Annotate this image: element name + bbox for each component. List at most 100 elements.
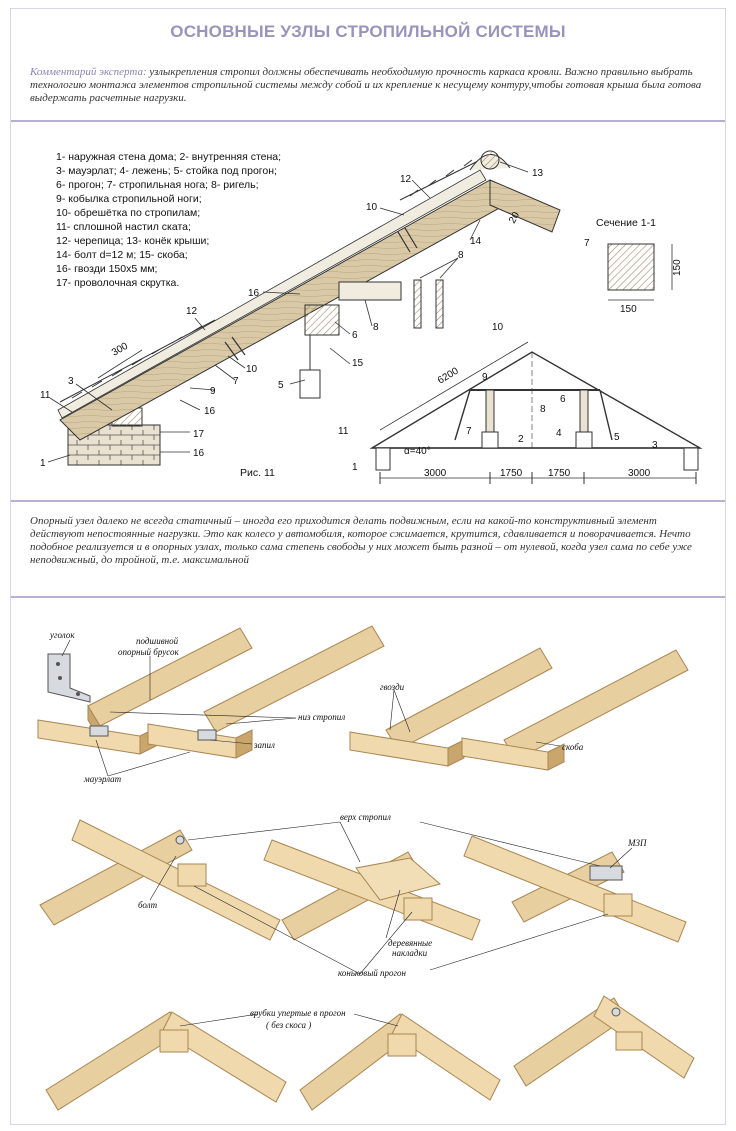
label-niz-stropil: низ стропил xyxy=(298,712,345,722)
callout: 10 xyxy=(492,322,504,333)
callout: 2 xyxy=(518,434,524,445)
section-width: 150 xyxy=(620,304,637,315)
legend-line: 12- черепица; 13- конёк крыши; xyxy=(56,235,209,247)
truss-diagram: 3000 1750 1750 3000 6200 α=40° 1 11 7 2 … xyxy=(338,322,703,484)
callout: 9 xyxy=(482,372,488,383)
break-mark xyxy=(224,336,246,361)
label-konkovyi-progon: коньковый прогон xyxy=(338,968,407,978)
callout: 13 xyxy=(532,168,544,179)
label-bolt: болт xyxy=(138,900,158,910)
callout: 1 xyxy=(40,458,46,469)
callout: 12 xyxy=(400,174,412,185)
callout: 8 xyxy=(373,322,379,333)
divider-top xyxy=(11,120,725,122)
dim-20: 20 xyxy=(507,210,522,226)
label-verh-stropil: верх стропил xyxy=(340,812,391,822)
callout: 10 xyxy=(366,202,378,213)
tile-row-upper xyxy=(399,159,481,201)
callout: 5 xyxy=(614,432,620,443)
label-skoba: скоба xyxy=(562,742,584,752)
label-opornyi-brusok: опорный брусок xyxy=(118,647,179,657)
legend-line: 11- сплошной настил ската; xyxy=(56,221,191,233)
callout: 9 xyxy=(210,386,216,397)
callout: 8 xyxy=(540,404,546,415)
callout: 7 xyxy=(233,376,239,387)
dim-300-line xyxy=(97,349,143,379)
dim: 3000 xyxy=(424,468,447,479)
dim: 1750 xyxy=(500,468,523,479)
callout: 8 xyxy=(458,250,464,261)
legend-line: 9- кобылка стропильной ноги; xyxy=(56,193,202,205)
callout: 16 xyxy=(193,448,205,459)
legend: 1- наружная стена дома; 2- внутренняя ст… xyxy=(56,151,281,289)
truss-outline xyxy=(369,351,703,449)
callout: 10 xyxy=(246,364,258,375)
label-zapil: запил xyxy=(253,740,275,750)
notched-ridge-row: врубки упертые в прогон ( без скоса ) xyxy=(45,995,695,1111)
callout: 11 xyxy=(338,426,349,437)
dim: 3000 xyxy=(628,468,651,479)
label-derevyannye: деревянные xyxy=(388,938,432,948)
section-detail: Сечение 1-1 7 150 150 xyxy=(584,217,683,315)
section-square xyxy=(607,243,655,291)
divider-middle xyxy=(11,500,725,502)
purlin-block xyxy=(304,304,340,336)
collar-tie xyxy=(338,281,402,301)
legend-line: 3- мауэрлат; 4- лежень; 5- стойка под пр… xyxy=(56,165,277,177)
legend-line: 17- проволочная скрутка. xyxy=(56,277,179,289)
section-height: 150 xyxy=(672,259,683,276)
label-mzp: МЗП xyxy=(627,838,647,848)
section-title: Сечение 1-1 xyxy=(596,217,656,229)
legend-line: 1- наружная стена дома; 2- внутренняя ст… xyxy=(56,151,281,163)
support-node-note: Опорный узел далеко не всегда статичный … xyxy=(30,515,692,566)
callout: 15 xyxy=(352,358,364,369)
legend-line: 10- обрешётка по стропилам; xyxy=(56,207,200,219)
legend-line: 14- болт d=12 м; 15- скоба; xyxy=(56,249,188,261)
callout: 5 xyxy=(278,380,284,391)
callout: 14 xyxy=(470,236,482,247)
callout: 12 xyxy=(186,306,198,317)
expert-comment: Комментарий эксперта: узлыкрепления стро… xyxy=(30,66,710,105)
legend-line: 6- прогон; 7- стропильная нога; 8- ригел… xyxy=(56,179,259,191)
label-podshivnoy: подшивной xyxy=(136,636,179,646)
label-bez-skosa: ( без скоса ) xyxy=(266,1020,311,1030)
label-ugolok: уголок xyxy=(49,630,75,640)
angle-bracket-icon xyxy=(47,653,91,703)
tile-row-lower xyxy=(59,319,216,403)
page-frame xyxy=(10,8,726,1125)
dim-300: 300 xyxy=(110,341,130,359)
callout: 16 xyxy=(204,406,216,417)
rafter-node-sketch: 300 20 1 11 3 12 17 16 16 9 7 10 5 15 6 … xyxy=(40,150,561,479)
callout: 7 xyxy=(584,238,590,249)
roof-decking xyxy=(57,169,487,419)
callout: 16 xyxy=(248,288,260,299)
callout: 4 xyxy=(556,428,562,439)
page-title: ОСНОВНЫЕ УЗЛЫ СТРОПИЛЬНОЙ СИСТЕМЫ xyxy=(170,22,566,41)
callout: 11 xyxy=(40,390,51,401)
comment-lead: Комментарий эксперта: xyxy=(30,66,147,78)
ridge-joints-row: верх стропил МЗП болт деревянные накладк… xyxy=(39,812,687,978)
eaves-joints-row: уголок подшивной опорный брусок низ стро… xyxy=(37,625,689,784)
callout: 6 xyxy=(560,394,566,405)
callout: 17 xyxy=(193,429,205,440)
label-nakladki: накладки xyxy=(392,948,428,958)
break-mark xyxy=(397,227,418,253)
label-gvozdi: гвозди xyxy=(380,682,405,692)
comment-text: узлыкрепления стропил должны обеспечиват… xyxy=(30,66,702,104)
callout: 6 xyxy=(352,330,358,341)
angle-label: α=40° xyxy=(404,446,431,457)
tie-section xyxy=(413,279,422,329)
dim: 1750 xyxy=(548,468,571,479)
divider-lower xyxy=(11,596,725,598)
span-label: 6200 xyxy=(436,365,461,386)
callout: 3 xyxy=(652,440,658,451)
legend-line: 16- гвозди 150х5 мм; xyxy=(56,263,157,275)
rafter-right xyxy=(489,179,561,233)
figure-caption: Рис. 11 xyxy=(240,467,275,479)
label-mauerlat: мауэрлат xyxy=(83,774,122,784)
tie-section xyxy=(435,279,444,329)
callout: 7 xyxy=(466,426,472,437)
ridge-cap xyxy=(480,150,500,170)
callout: 3 xyxy=(68,376,74,387)
